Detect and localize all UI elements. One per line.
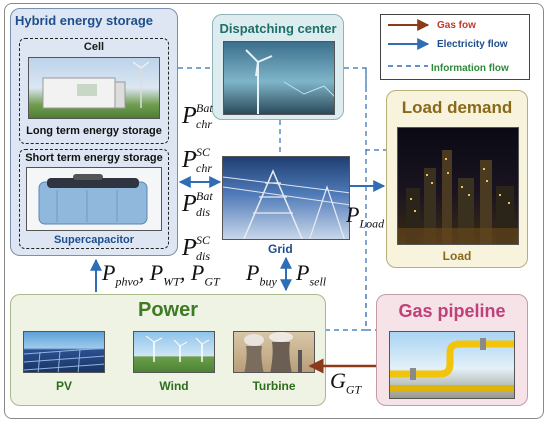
city-night-image	[397, 127, 519, 245]
wind-turbines-drawing	[145, 335, 210, 362]
gas-pipeline-image	[389, 331, 515, 399]
grid-image	[222, 156, 350, 240]
p-load-symbol: PLoad	[346, 202, 385, 231]
wind-label: Wind	[159, 379, 189, 393]
city-skyline-drawing	[398, 150, 518, 244]
cell-container-drawing	[42, 61, 150, 109]
dispatching-center-panel: Dispatching center	[212, 14, 344, 120]
gas-pipeline-panel: Gas pipeline	[376, 294, 528, 406]
turbine-label: Turbine	[252, 379, 296, 393]
wind-image	[133, 331, 215, 373]
p-gt-symbol: PGT	[190, 260, 220, 289]
outer-frame	[4, 3, 544, 419]
load-demand-panel: Load demand Load	[386, 90, 528, 268]
supercapacitor-label: Supercapacitor	[53, 234, 135, 246]
information-flow-lines	[178, 67, 386, 331]
p-phvo-symbol: Pphvo	[102, 260, 139, 289]
p-wt-symbol: PWT	[149, 260, 180, 289]
short-term-section: Short term energy storage Supercapacitor	[19, 149, 169, 249]
legend-information-label: Information flow	[431, 63, 509, 74]
legend-electricity-label: Electricity flow	[437, 39, 508, 50]
gas-pipeline-title: Gas pipeline	[398, 301, 506, 321]
cell-container-image	[28, 57, 160, 119]
hybrid-storage-panel: Hybrid energy storage Cell Long term ene…	[10, 8, 178, 256]
cooling-towers-drawing	[244, 332, 302, 372]
grid-caption: Grid	[268, 242, 293, 256]
p-sell-symbol: Psell	[296, 260, 327, 289]
pv-label: PV	[55, 379, 72, 393]
g-gt-symbol: GGT	[330, 368, 362, 397]
short-term-label: Short term energy storage	[25, 152, 163, 164]
cell-label: Cell	[83, 41, 105, 53]
supercapacitor-image	[26, 167, 162, 231]
turbine-image	[233, 331, 315, 373]
wind-turbine-sky-drawing	[245, 49, 334, 114]
power-panel: Power PV Wind Turbine	[10, 294, 326, 406]
load-caption: Load	[442, 249, 472, 263]
dispatching-center-title: Dispatching center	[219, 21, 337, 36]
load-demand-title: Load demand	[401, 98, 513, 117]
gas-pipes-drawing	[390, 338, 514, 391]
p-buy-symbol: Pbuy	[246, 260, 277, 289]
p-generation-symbols: Pphvo, PWT, PGT	[102, 260, 220, 289]
hybrid-storage-title: Hybrid energy storage	[15, 13, 153, 28]
wind-farm-sky-image	[223, 41, 335, 115]
long-term-section: Cell Long term energy storage	[19, 38, 169, 144]
transmission-tower-drawing	[223, 169, 349, 239]
long-term-label: Long term energy storage	[26, 125, 162, 137]
power-title: Power	[137, 299, 199, 321]
pv-panels-drawing	[24, 347, 104, 372]
legend-gas-label: Gas fow	[437, 20, 476, 31]
pv-image	[23, 331, 105, 373]
supercapacitor-drawing	[38, 174, 148, 225]
